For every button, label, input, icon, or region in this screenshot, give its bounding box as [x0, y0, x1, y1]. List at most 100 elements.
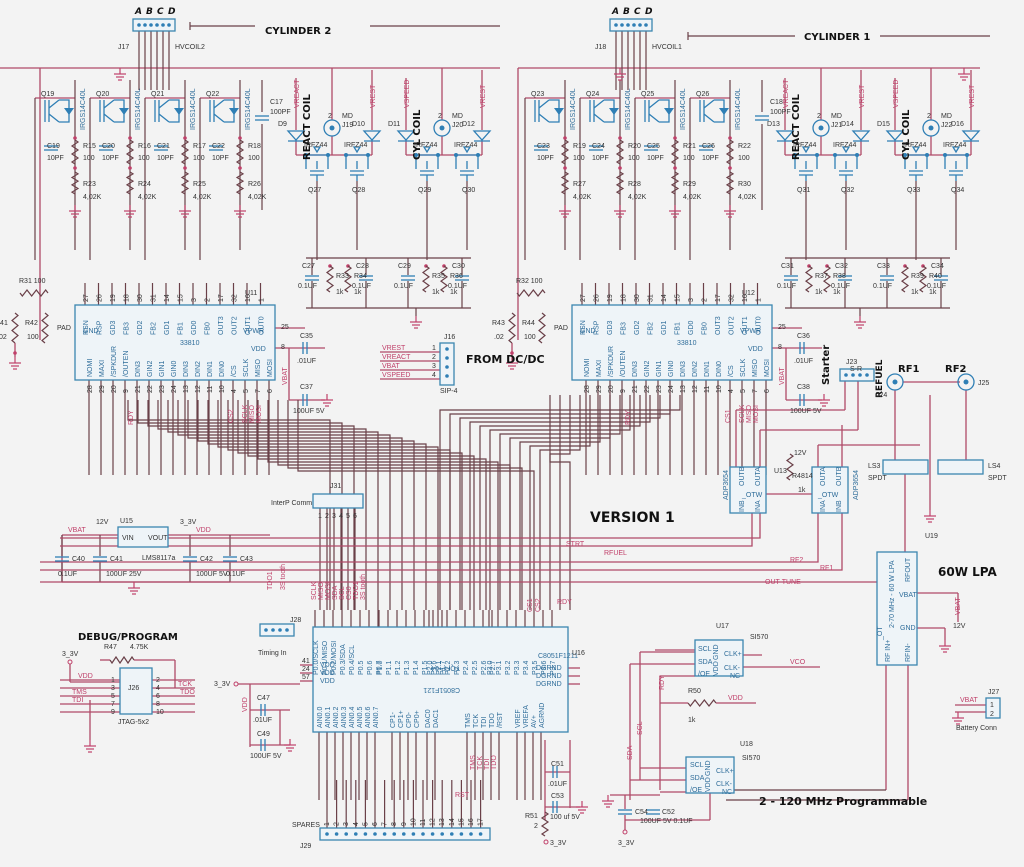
resistor-value: 100 — [573, 155, 585, 162]
resistor-value: 1k — [688, 717, 696, 724]
net-label-vrest: VREST — [969, 84, 976, 108]
pin-number: 23 — [159, 385, 166, 393]
diode-icon — [961, 130, 981, 142]
net-label: TCK — [477, 756, 484, 770]
capacitor-ref: C38 — [797, 384, 810, 391]
pin-label: CLK+ — [724, 651, 742, 658]
resistor-value: 100 — [248, 155, 260, 162]
pin-number: 4 — [728, 389, 735, 393]
connector-ref: J31 — [330, 483, 341, 490]
mosfet-ref: Q27 — [308, 187, 321, 194]
capacitor-icon — [455, 275, 469, 281]
capacitor-icon — [534, 145, 548, 151]
capacitor-ref: C54 — [635, 809, 648, 816]
driver-pin-label: OUT3 — [715, 316, 722, 335]
ic-part: ADP3654 — [723, 470, 730, 500]
net-label: VREST — [382, 345, 406, 352]
net-label-sda: SDA — [627, 745, 634, 760]
pin-number: 3 — [343, 822, 350, 826]
ic-ref: U12 — [742, 290, 755, 297]
pin-label: NC — [730, 673, 740, 680]
pin-number: 1 — [324, 822, 331, 826]
pin-label: INB — [836, 500, 843, 512]
ground-icon — [128, 582, 140, 595]
diode-ref: D11 — [388, 121, 400, 128]
junction-dot — [13, 351, 17, 355]
igbt-diode — [119, 108, 129, 115]
igbt-ref: Q26 — [696, 91, 709, 98]
mosfet-part: IRFZ44 — [414, 142, 437, 149]
pin-number: 10 — [219, 385, 226, 393]
resistor-value: 4,02K — [738, 194, 757, 201]
resistor-ref: R36 — [450, 273, 463, 280]
driver-pin-label: OUT1 — [245, 316, 252, 335]
mosfet-icon — [833, 146, 859, 181]
mosfet-terminal — [925, 153, 929, 157]
pin-number: 11 — [704, 386, 711, 393]
pin-number: 4 — [353, 822, 360, 826]
capacitor-icon — [699, 145, 713, 151]
resistor-value: 1k — [354, 289, 362, 296]
resistor-value: 100 — [628, 155, 640, 162]
connector-pin — [137, 23, 141, 27]
connector-pin — [392, 832, 397, 836]
connector-pin — [373, 832, 377, 836]
from-dcdc-label: FROM DC/DC — [466, 353, 545, 366]
resistor-ref: R30 — [738, 181, 751, 188]
mcu-pin-label: P0.3/SDA — [340, 644, 347, 675]
capacitor-icon — [589, 145, 603, 151]
resistor-icon — [918, 265, 928, 293]
capacitor-icon — [44, 145, 58, 151]
resistor-ref: R51 — [525, 813, 538, 820]
debug-program-title: DEBUG/PROGRAM — [78, 632, 178, 643]
capacitor-value: 0.1UF — [777, 283, 796, 290]
net-label-tdi: TDI — [72, 697, 83, 704]
ic-part: 33810 — [180, 340, 200, 347]
starter-label: Starter — [821, 345, 832, 385]
pin-number: 1 — [318, 513, 322, 520]
resistor-icon — [180, 139, 190, 165]
pin-number: 41 — [302, 658, 310, 665]
mosfet-terminal — [903, 153, 907, 157]
ground-icon — [669, 205, 681, 218]
connector-pin — [149, 23, 153, 27]
wire — [207, 400, 427, 610]
junction-dot — [673, 166, 677, 170]
net-label-vdd: VDD — [196, 527, 211, 534]
mosfet-terminal — [436, 153, 440, 157]
connector-pin — [445, 356, 449, 360]
supply-label: 12V — [794, 450, 807, 457]
pad-label: PAD — [554, 325, 568, 332]
pin-number: 7 — [382, 822, 389, 826]
connector-body — [439, 342, 455, 386]
pin-number: 11 — [207, 386, 214, 393]
capacitor-value: 10PF — [702, 155, 719, 162]
pin-label: SCL — [698, 646, 712, 653]
mcu-pin-label: AIN0.7 — [373, 706, 380, 728]
resistor-icon — [615, 171, 625, 195]
capacitor-ref: C40 — [72, 556, 85, 563]
resistor-ref: R25 — [193, 181, 206, 188]
ic-part: C8051F1211 — [538, 653, 578, 660]
pin-number: 6 — [267, 389, 274, 393]
mcu-pin-label: AIN0.1 — [325, 706, 332, 728]
mcu-pin-label: TDO — [489, 713, 496, 728]
resistor-value: 100 — [738, 155, 750, 162]
ic-ref: U11 — [245, 290, 257, 297]
pin-label: VPWR — [740, 328, 761, 335]
pin-number: 8 — [281, 344, 285, 351]
resistor-ref: R26 — [248, 181, 261, 188]
connector-pin — [278, 628, 282, 632]
driver-pin-label: DIN3 — [183, 361, 190, 377]
capacitor-icon — [644, 145, 658, 151]
gate-driver-body — [729, 466, 767, 514]
resistor-ref: R40 — [929, 273, 942, 280]
driver-pin-label: DIN3 — [135, 361, 142, 377]
junction-dot — [728, 166, 732, 170]
supply-label: 3_3V — [214, 681, 231, 688]
connector-pin — [626, 23, 630, 27]
connector-pin — [445, 347, 449, 351]
mcu-pin-label: P3.2 — [505, 660, 512, 675]
connector-pin — [167, 23, 171, 27]
igbt-ref: Q22 — [206, 91, 219, 98]
